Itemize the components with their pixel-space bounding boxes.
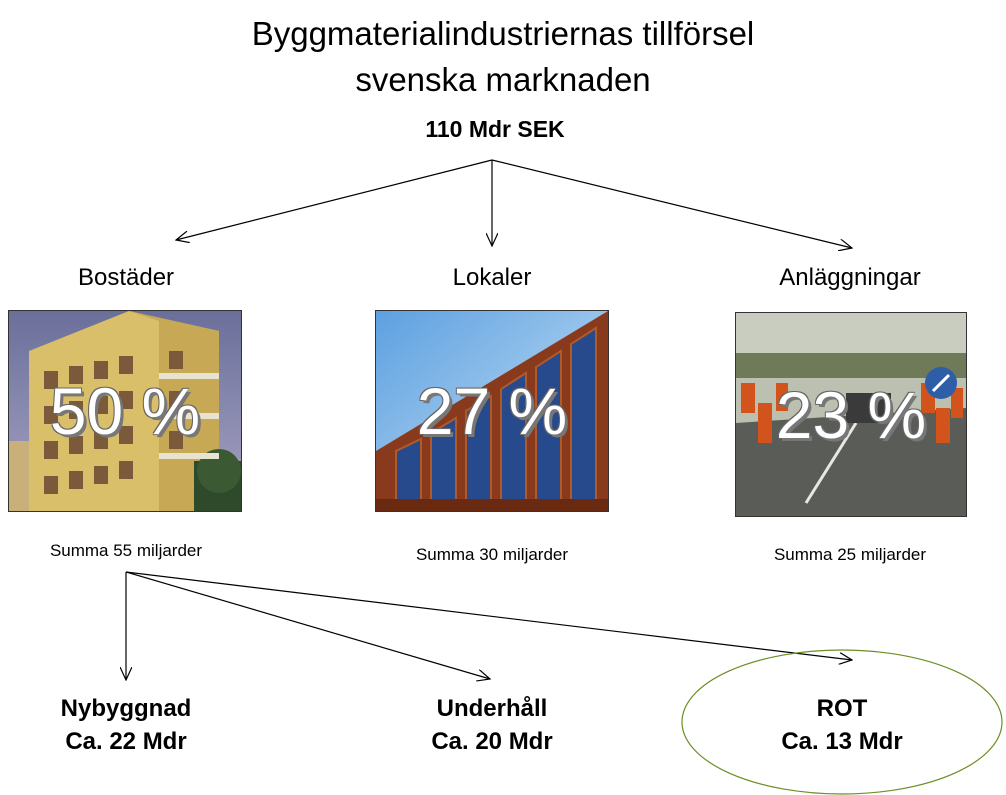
- bostader-photo: 50 %: [8, 310, 242, 512]
- summa-anlaggningar: Summa 25 miljarder: [773, 545, 927, 564]
- arrow-to-bostader: [176, 159, 493, 240]
- category-label-lokaler: Lokaler: [452, 264, 532, 291]
- lokaler-photo: 27 %: [375, 310, 609, 512]
- arrow-to-underhall: [125, 571, 490, 679]
- percent-lokaler: 27 %: [416, 374, 568, 448]
- title-line-1: Byggmaterialindustriernas tillförsel: [251, 15, 755, 52]
- subcategory-name: Underhåll: [436, 695, 548, 722]
- subcategory-name: Nybyggnad: [60, 695, 192, 722]
- title-line-2: svenska marknaden: [355, 61, 651, 98]
- percent-bostader: 50 %: [49, 374, 201, 448]
- subcategory-value: Ca. 22 Mdr: [65, 728, 187, 755]
- subcategory-value: Ca. 20 Mdr: [431, 728, 553, 755]
- percent-anlaggningar: 23 %: [775, 377, 927, 452]
- summa-bostader: Summa 55 miljarder: [49, 541, 203, 560]
- subcategory-value: Ca. 13 Mdr: [781, 728, 903, 755]
- office-facade-image: [376, 311, 608, 511]
- subcategory-rot: ROT Ca. 13 Mdr: [712, 692, 972, 758]
- subcategory-nybyggnad: Nybyggnad Ca. 22 Mdr: [0, 692, 256, 758]
- arrow-to-anlaggningar: [491, 159, 852, 248]
- summa-lokaler: Summa 30 miljarder: [415, 545, 569, 564]
- apartment-building-image: [9, 311, 241, 511]
- road-construction-image: [736, 313, 966, 516]
- anlaggningar-photo: 23 %: [735, 312, 967, 517]
- subcategory-underhall: Underhåll Ca. 20 Mdr: [362, 692, 622, 758]
- rot-ellipse: [681, 649, 1003, 795]
- arrow-to-rot: [125, 571, 852, 660]
- subcategory-name: ROT: [816, 695, 868, 722]
- category-label-anlaggningar: Anläggningar: [779, 264, 921, 291]
- total-value: 110 Mdr SEK: [425, 116, 565, 142]
- category-label-bostader: Bostäder: [77, 264, 175, 291]
